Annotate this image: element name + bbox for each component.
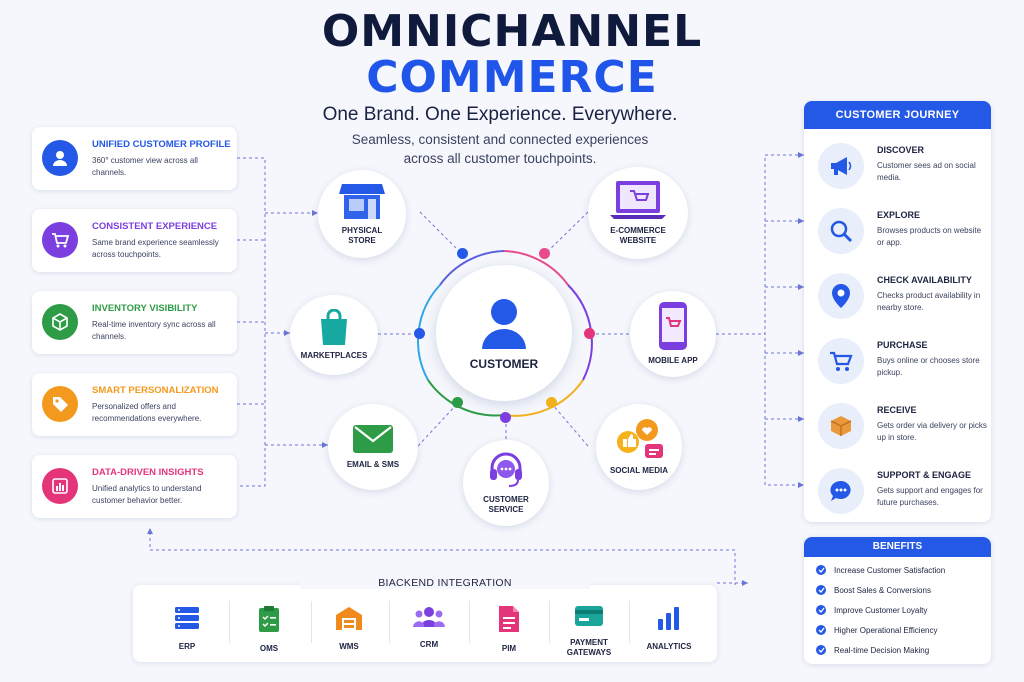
- check-icon: [816, 565, 826, 575]
- customer-hub: CUSTOMER: [436, 265, 572, 401]
- backend-analytics[interactable]: ANALYTICS: [629, 605, 709, 652]
- cart-icon: [818, 338, 864, 384]
- backend-oms[interactable]: OMS: [229, 605, 309, 654]
- divider: [229, 601, 230, 643]
- channel-mobile-app[interactable]: MOBILE APP: [630, 291, 716, 377]
- user-icon: [42, 140, 78, 176]
- backend-integration-heading: BIACKEND INTEGRATION: [300, 577, 590, 589]
- journey-step-receive: RECEIVE Gets order via delivery or picks…: [804, 399, 991, 459]
- divider: [311, 601, 312, 643]
- backend-payment-gateways[interactable]: PAYMENT GATEWAYS: [549, 605, 629, 658]
- ring-dot: [584, 328, 595, 339]
- ring-dot: [414, 328, 425, 339]
- divider: [469, 601, 470, 643]
- check-icon: [816, 645, 826, 655]
- journey-step-check-availability: CHECK AVAILABILITY Checks product availa…: [804, 269, 991, 329]
- clipboard-icon: [259, 606, 279, 632]
- document-icon: [499, 606, 519, 632]
- ring-dot: [539, 248, 550, 259]
- backend-pim[interactable]: PIM: [469, 605, 549, 654]
- page-title: OMNICHANNEL: [321, 6, 703, 57]
- channel-social-media[interactable]: SOCIAL MEDIA: [596, 404, 682, 490]
- warehouse-icon: [336, 607, 362, 630]
- feature-card-inventory-visibility: INVENTORY VISIBILITY Real-time inventory…: [32, 291, 237, 354]
- divider: [549, 601, 550, 643]
- benefits-heading: BENEFITS: [804, 537, 991, 557]
- package-icon: [818, 403, 864, 449]
- chat-icon: [818, 468, 864, 514]
- tag-icon: [42, 386, 78, 422]
- feature-card-consistent-experience: CONSISTENT EXPERIENCE Same brand experie…: [32, 209, 237, 272]
- megaphone-icon: [818, 143, 864, 189]
- page-title-highlight: COMMERCE: [366, 52, 658, 103]
- journey-step-explore: EXPLORE Browses products on website or a…: [804, 204, 991, 264]
- check-icon: [816, 585, 826, 595]
- backend-integration-panel: ERP OMS WMS CRM PIM PAYMENT GATEWAYS ANA…: [133, 585, 717, 662]
- box-icon: [42, 304, 78, 340]
- ring-dot: [546, 397, 557, 408]
- backend-crm[interactable]: CRM: [389, 605, 469, 650]
- check-icon: [816, 605, 826, 615]
- benefit-item: Improve Customer Loyalty: [816, 603, 927, 617]
- social-icon: [617, 419, 663, 458]
- feature-card-data-insights: DATA-DRIVEN INSIGHTS Unified analytics t…: [32, 455, 237, 518]
- benefit-item: Boost Sales & Conversions: [816, 583, 931, 597]
- bar-chart-icon: [658, 607, 679, 630]
- journey-step-discover: DISCOVER Customer sees ad on social medi…: [804, 139, 991, 199]
- benefit-item: Higher Operational Efficiency: [816, 623, 937, 637]
- card-icon: [575, 606, 603, 626]
- people-icon: [413, 607, 445, 627]
- envelope-icon: [353, 425, 393, 453]
- divider: [389, 601, 390, 643]
- journey-step-support: SUPPORT & ENGAGE Gets support and engage…: [804, 464, 991, 522]
- chart-icon: [42, 468, 78, 504]
- server-icon: [175, 607, 199, 629]
- channel-customer-service[interactable]: CUSTOMER SERVICE: [463, 440, 549, 526]
- phone-icon: [659, 302, 687, 350]
- journey-step-purchase: PURCHASE Buys online or chooses store pi…: [804, 334, 991, 394]
- cart-icon: [42, 222, 78, 258]
- benefits-panel: BENEFITS Increase Customer Satisfaction …: [804, 537, 991, 664]
- channel-ecommerce-website[interactable]: E-COMMERCE WEBSITE: [588, 167, 688, 259]
- customer-icon: [482, 299, 526, 349]
- benefit-item: Real-time Decision Making: [816, 643, 929, 657]
- feature-card-smart-personalization: SMART PERSONALIZATION Personalized offer…: [32, 373, 237, 436]
- divider: [629, 601, 630, 643]
- channel-email-sms[interactable]: EMAIL & SMS: [328, 404, 418, 490]
- ring-dot: [452, 397, 463, 408]
- shopping-bag-icon: [321, 309, 347, 345]
- search-icon: [818, 208, 864, 254]
- customer-journey-panel: CUSTOMER JOURNEY DISCOVER Customer sees …: [804, 101, 991, 522]
- ring-dot: [500, 412, 511, 423]
- benefit-item: Increase Customer Satisfaction: [816, 563, 945, 577]
- subtitle: Seamless, consistent and connected exper…: [351, 132, 649, 166]
- channel-physical-store[interactable]: PHYSICAL STORE: [318, 170, 406, 258]
- customer-journey-heading: CUSTOMER JOURNEY: [804, 101, 991, 129]
- channel-marketplaces[interactable]: MARKETPLACES: [290, 295, 378, 375]
- headset-icon: [490, 452, 522, 487]
- backend-wms[interactable]: WMS: [309, 605, 389, 652]
- laptop-icon: [610, 181, 666, 219]
- feature-card-unified-profile: UNIFIED CUSTOMER PROFILE 360° customer v…: [32, 127, 237, 190]
- check-icon: [816, 625, 826, 635]
- store-icon: [339, 184, 385, 219]
- backend-erp[interactable]: ERP: [147, 605, 227, 652]
- ring-dot: [457, 248, 468, 259]
- location-pin-icon: [818, 273, 864, 319]
- tagline: One Brand. One Experience. Everywhere.: [322, 104, 678, 125]
